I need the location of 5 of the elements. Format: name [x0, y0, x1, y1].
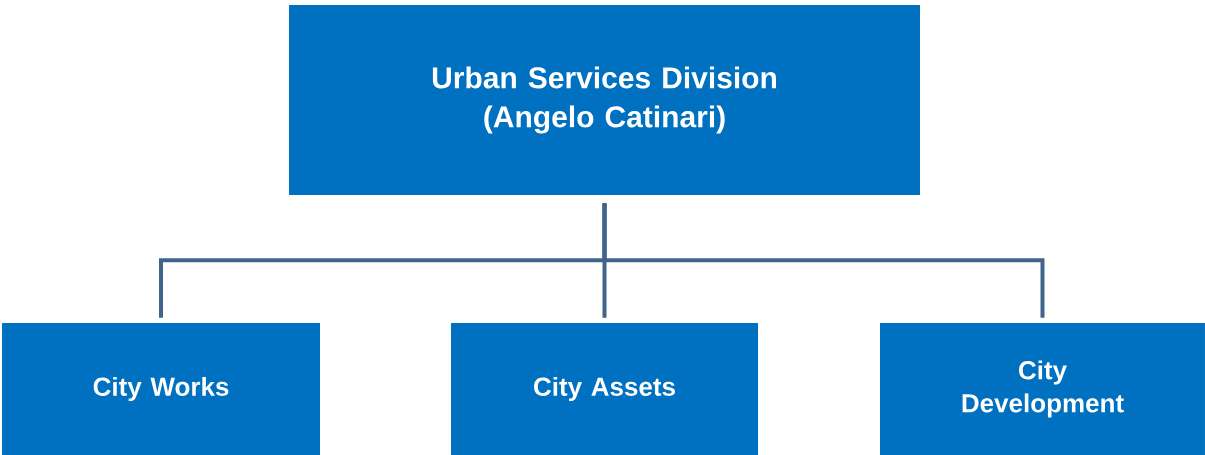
- org-box: City Development: [880, 323, 1205, 455]
- connector-line: [602, 203, 1045, 318]
- org-box: City Works: [2, 323, 320, 455]
- org-box: Urban Services Division (Angelo Catinari): [289, 5, 920, 195]
- org-box: City Assets: [451, 323, 758, 455]
